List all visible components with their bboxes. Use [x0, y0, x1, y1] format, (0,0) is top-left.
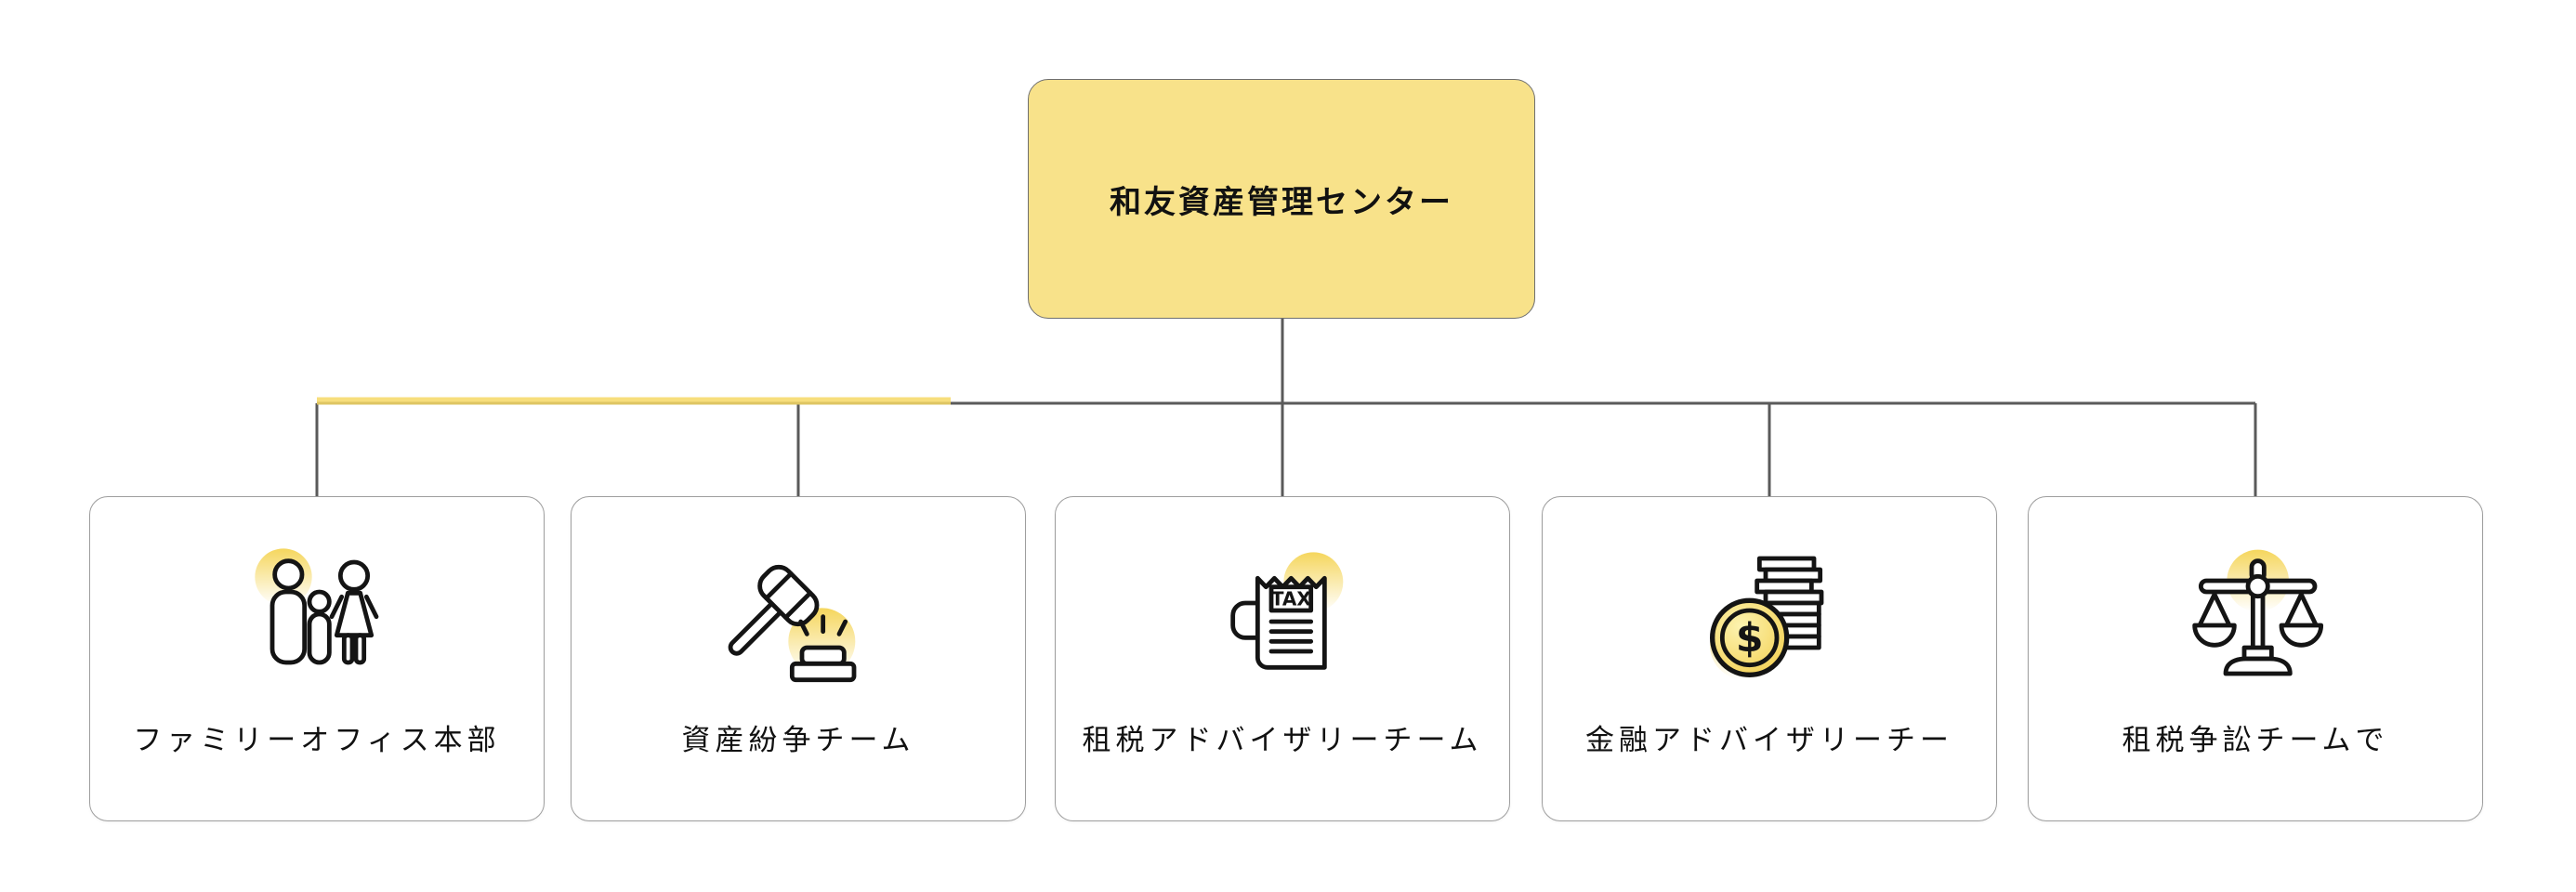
team-card-tax-litigation[interactable]: 租税争訟チームで	[2028, 496, 2483, 821]
team-card-family-office[interactable]: ファミリーオフィス本部	[89, 496, 545, 821]
tax-receipt-icon: TAX	[1230, 552, 1344, 670]
root-node[interactable]: 和友資産管理センター	[1028, 79, 1535, 319]
family-icon	[255, 548, 379, 665]
root-node-label: 和友資産管理センター	[1110, 183, 1453, 221]
team-card-tax-advisory[interactable]: TAX 租税アドバイザリーチーム	[1055, 496, 1510, 821]
scales-icon	[2192, 549, 2324, 676]
team-card-financial-advisory[interactable]: $ 金融アドバイザリーチー	[1542, 496, 1997, 821]
svg-text:TAX: TAX	[1271, 588, 1312, 610]
team-card-label: ファミリーオフィス本部	[133, 724, 501, 757]
coins-icon: $	[1710, 556, 1824, 680]
team-card-asset-dispute[interactable]: 資産紛争チーム	[571, 496, 1026, 821]
team-card-label: 租税アドバイザリーチーム	[1082, 724, 1483, 757]
gavel-icon	[728, 564, 857, 683]
team-card-label: 資産紛争チーム	[681, 724, 915, 757]
svg-text:$: $	[1736, 615, 1764, 662]
team-card-label: 租税争訟チームで	[2122, 724, 2389, 757]
team-card-label: 金融アドバイザリーチー	[1585, 724, 1953, 757]
